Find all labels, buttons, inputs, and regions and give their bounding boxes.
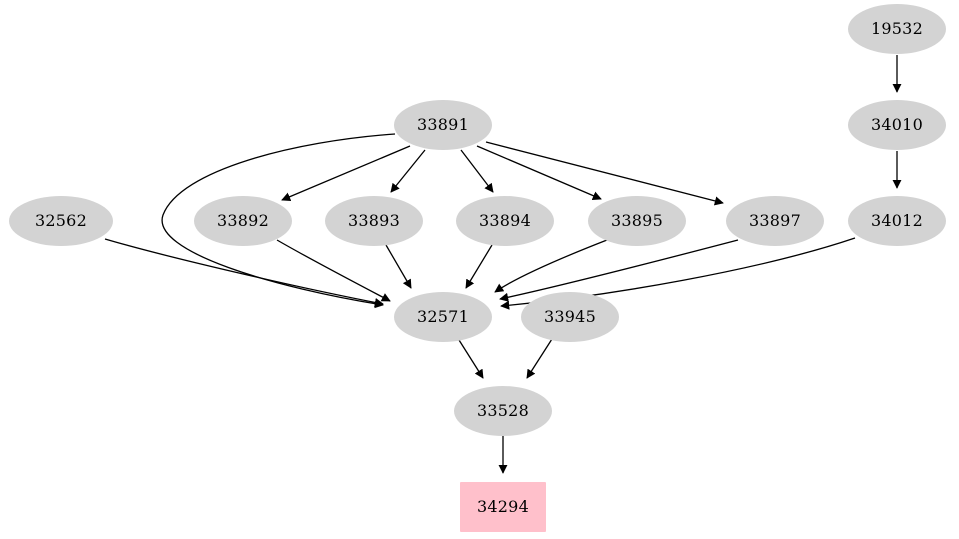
graph-edge-33891-to-33895 bbox=[476, 145, 602, 200]
graph-edge-33892-to-32571 bbox=[276, 239, 391, 302]
graph-edge-33891-to-32571 bbox=[161, 133, 396, 309]
graph-node-33895[interactable]: 33895 bbox=[588, 196, 686, 246]
graph-node-33894[interactable]: 33894 bbox=[456, 196, 554, 246]
graph-node-19532[interactable]: 19532 bbox=[848, 4, 946, 54]
graph-node-label: 32562 bbox=[35, 211, 87, 230]
graph-node-label: 33945 bbox=[544, 307, 596, 326]
graph-node-label: 32571 bbox=[417, 307, 469, 326]
graph-edge-33945-to-33528 bbox=[526, 338, 553, 379]
graph-node-33528[interactable]: 33528 bbox=[454, 386, 552, 436]
graph-node-33891[interactable]: 33891 bbox=[394, 100, 492, 150]
graph-node-label: 33891 bbox=[417, 115, 469, 134]
graph-node-34012[interactable]: 34012 bbox=[848, 196, 946, 246]
graph-node-label: 33528 bbox=[477, 401, 529, 420]
graph-node-34010[interactable]: 34010 bbox=[848, 100, 946, 150]
graph-node-label: 33894 bbox=[479, 211, 531, 230]
graph-edge-33897-to-32571 bbox=[499, 239, 739, 302]
graph-node-label: 33895 bbox=[611, 211, 663, 230]
graph-node-label: 34010 bbox=[871, 115, 923, 134]
graph-node-label: 33897 bbox=[749, 211, 801, 230]
graph-node-32562[interactable]: 32562 bbox=[9, 196, 113, 246]
graph-edge-33891-to-33892 bbox=[281, 145, 411, 202]
graph-edge-32571-to-33528 bbox=[458, 339, 484, 379]
graph-node-34294[interactable]: 34294 bbox=[460, 482, 546, 532]
graph-edge-33891-to-33897 bbox=[485, 141, 724, 206]
graph-edge-33895-to-32571 bbox=[494, 239, 608, 293]
graph-edge-33894-to-32571 bbox=[465, 244, 493, 289]
graph-node-32571[interactable]: 32571 bbox=[394, 292, 492, 342]
graph-node-33945[interactable]: 33945 bbox=[521, 292, 619, 342]
graph-edge-32562-to-32571 bbox=[104, 238, 384, 307]
graph-node-label: 34012 bbox=[871, 211, 923, 230]
graph-node-label: 19532 bbox=[871, 19, 923, 38]
graph-node-label: 34294 bbox=[477, 497, 529, 516]
graph-node-33897[interactable]: 33897 bbox=[726, 196, 824, 246]
graph-edge-33891-to-33894 bbox=[460, 149, 494, 193]
graph-edge-33891-to-33893 bbox=[390, 149, 426, 193]
graph-node-33892[interactable]: 33892 bbox=[194, 196, 292, 246]
graph-node-label: 33892 bbox=[217, 211, 269, 230]
graph-node-33893[interactable]: 33893 bbox=[325, 196, 423, 246]
graph-node-label: 33893 bbox=[348, 211, 400, 230]
graph-edge-33893-to-32571 bbox=[385, 244, 412, 289]
